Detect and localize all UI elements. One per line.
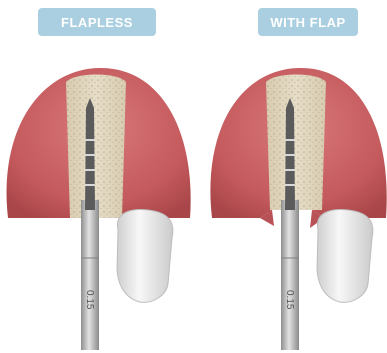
drill-shaft [81, 200, 99, 350]
with-flap-illustration: 0.15 [200, 0, 387, 353]
adjacent-tooth [117, 210, 173, 303]
drill-marking: 0.15 [284, 290, 295, 310]
flapless-illustration: 0.15 [0, 0, 200, 353]
adjacent-tooth [317, 210, 373, 303]
drill-shaft [281, 200, 299, 350]
drill-marking: 0.15 [84, 290, 95, 310]
